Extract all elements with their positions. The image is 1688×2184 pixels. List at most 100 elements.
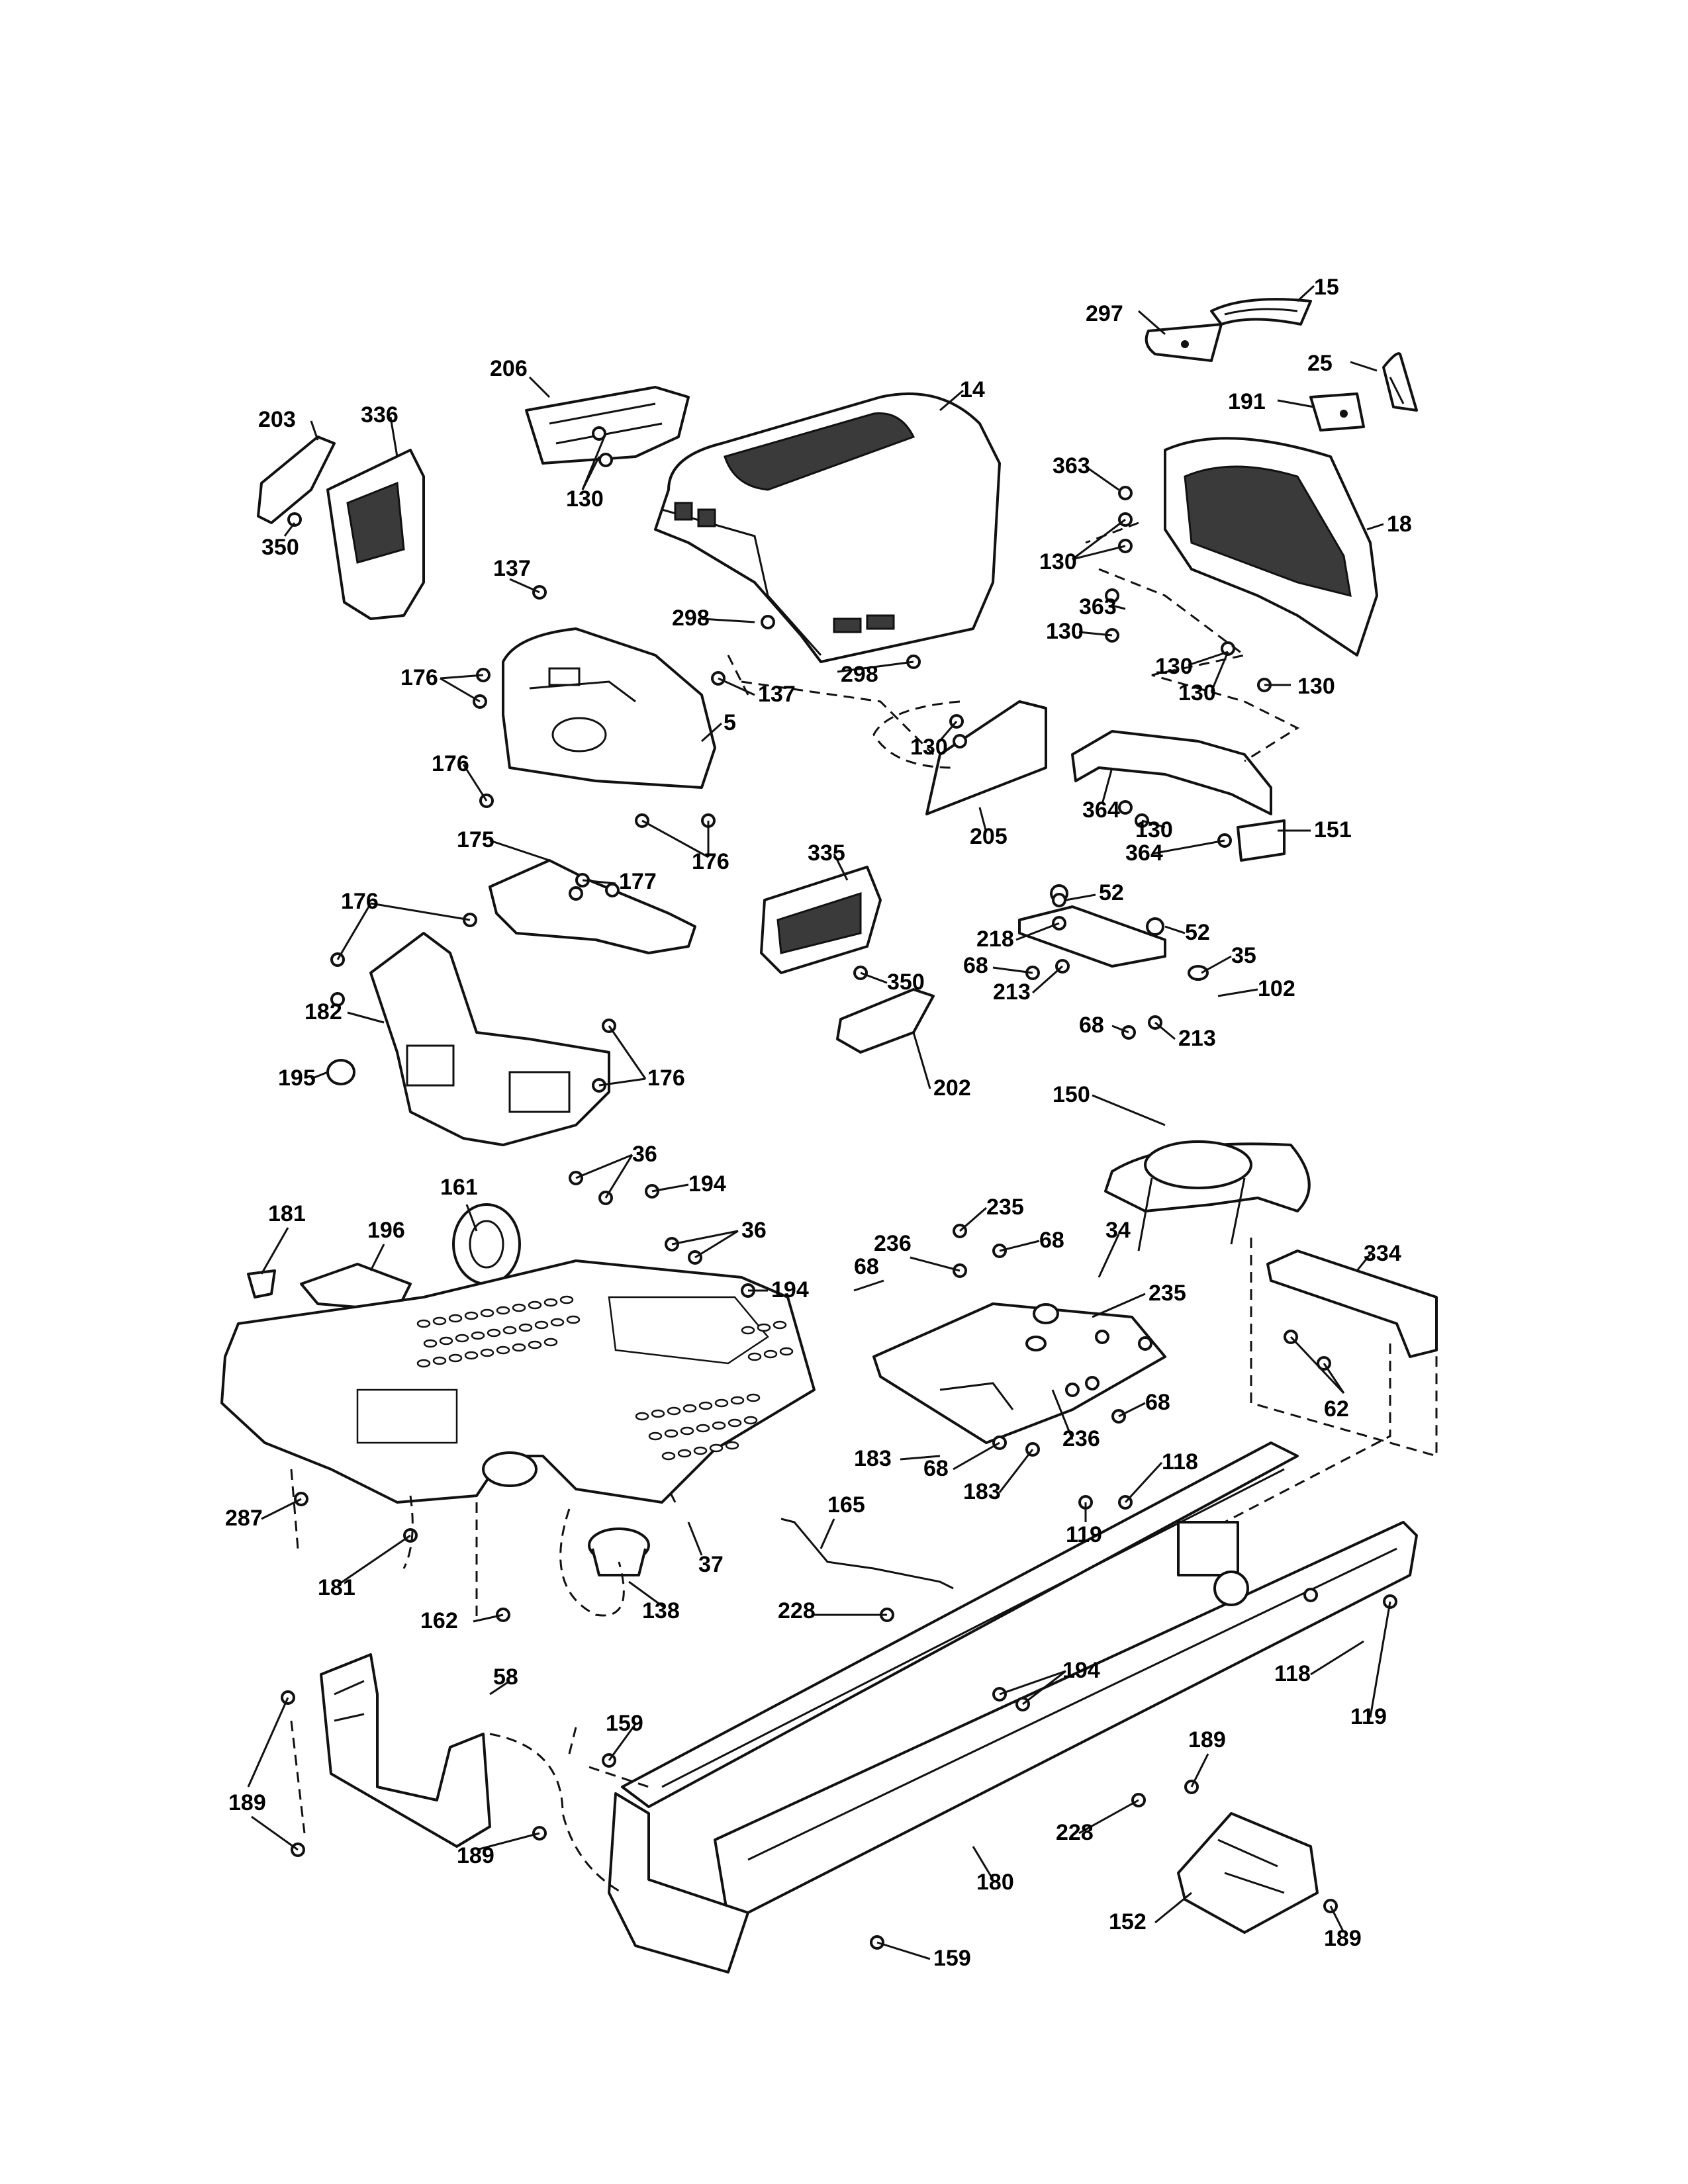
leader-line: [853, 1279, 884, 1292]
callout-130-g: 130: [1135, 817, 1173, 842]
leader-line: [1350, 361, 1378, 372]
callout-183-b: 183: [963, 1479, 1001, 1504]
leader-line: [1092, 1293, 1146, 1318]
vent-slot: [464, 1311, 479, 1320]
callout-176-e: 176: [647, 1066, 685, 1091]
callout-228-a: 228: [778, 1598, 816, 1623]
leader-line: [972, 1846, 994, 1880]
leader-line: [1210, 651, 1229, 692]
vent-slot: [455, 1334, 469, 1343]
callout-150: 150: [1053, 1082, 1090, 1107]
part-195-plug: [326, 1059, 355, 1085]
leader-line: [718, 677, 755, 696]
vent-slot: [664, 1429, 679, 1438]
fastener: [569, 886, 583, 901]
leader-line: [959, 1206, 987, 1232]
leader-line: [1085, 465, 1119, 491]
callout-363-a: 363: [1053, 453, 1090, 478]
vent-slot: [714, 1398, 729, 1408]
callout-25: 25: [1307, 351, 1333, 376]
fastener: [1118, 800, 1133, 815]
leader-line: [1310, 1640, 1364, 1676]
callout-130-b: 130: [1039, 549, 1077, 574]
fastener: [953, 734, 967, 749]
leader-line: [283, 522, 296, 537]
callout-363-b: 363: [1079, 594, 1117, 619]
callout-137-a: 137: [493, 556, 531, 581]
vent-slot: [693, 1446, 708, 1455]
vent-slot: [635, 1412, 649, 1421]
leader-line: [473, 1614, 504, 1623]
callout-62: 62: [1324, 1396, 1349, 1422]
callout-159-b: 159: [933, 1946, 971, 1971]
part-150-shroud: [1104, 1140, 1311, 1251]
leader-line: [1111, 604, 1126, 610]
leader-line: [1118, 1402, 1146, 1418]
part-175-bracket: [489, 859, 696, 954]
callout-68-c: 68: [1039, 1228, 1064, 1253]
part-334-bracket: [1266, 1250, 1438, 1358]
leader-line: [860, 972, 888, 984]
callout-130-f: 130: [910, 735, 948, 760]
callout-194-a: 194: [688, 1171, 726, 1197]
callout-236-b: 236: [1062, 1426, 1100, 1451]
callout-36-a: 36: [632, 1142, 657, 1167]
vent-slot: [773, 1320, 787, 1330]
vent-slot: [725, 1441, 739, 1450]
leader-line: [581, 433, 607, 490]
leader-line: [310, 1071, 328, 1080]
callout-181-b: 181: [318, 1575, 355, 1600]
leader-line: [247, 1697, 289, 1788]
part-161-bracket: [452, 1203, 521, 1285]
callout-151: 151: [1314, 817, 1352, 842]
part-364-bracket: [1071, 730, 1286, 862]
callout-202: 202: [933, 1075, 971, 1101]
callout-118-a: 118: [1162, 1449, 1198, 1475]
leader-line: [440, 674, 484, 680]
leader-line: [694, 1230, 739, 1259]
fastener: [330, 992, 345, 1007]
leader-line: [1111, 1024, 1129, 1034]
fastener: [761, 615, 775, 629]
part-152-bracket: [1177, 1812, 1319, 1934]
leader-line: [1356, 1253, 1372, 1271]
vent-slot: [496, 1345, 510, 1355]
leader-line: [1078, 631, 1113, 637]
leader-line: [1277, 399, 1315, 408]
leader-line: [1154, 1891, 1192, 1924]
part-335-grille: [760, 866, 882, 974]
vent-slot: [779, 1347, 794, 1356]
callout-176-d: 176: [341, 889, 379, 914]
part-15-emblem: [1210, 298, 1312, 326]
vent-slot: [448, 1314, 463, 1323]
callout-182: 182: [305, 999, 342, 1024]
fastener: [598, 453, 613, 467]
callout-118-b: 118: [1274, 1661, 1311, 1686]
leader-line: [687, 1522, 703, 1556]
callout-52-a: 52: [1099, 880, 1124, 905]
leader-line: [1369, 1601, 1391, 1718]
callout-195: 195: [278, 1066, 316, 1091]
fastener: [1118, 486, 1133, 500]
callout-58: 58: [493, 1664, 518, 1690]
callout-336: 336: [361, 402, 399, 428]
callout-298-b: 298: [841, 662, 878, 687]
callout-180: 180: [976, 1870, 1014, 1895]
callout-119-b: 119: [1350, 1704, 1387, 1729]
part-205-panel: [925, 700, 1047, 815]
part-37-fender: [220, 1259, 816, 1504]
leader-line: [389, 416, 399, 457]
leader-line: [1092, 1094, 1166, 1126]
vent-slot: [712, 1421, 726, 1430]
leader-line: [608, 1723, 637, 1761]
assembly-dashes: [290, 522, 1438, 1894]
leader-line: [820, 1518, 835, 1549]
leader-line: [1015, 922, 1060, 941]
leader-line: [337, 1534, 411, 1586]
vent-slot: [730, 1396, 745, 1405]
fastener: [1221, 641, 1235, 656]
part-297-lens: [1145, 323, 1223, 362]
callout-189-d: 189: [1324, 1926, 1362, 1951]
vent-slot: [763, 1349, 778, 1359]
callout-181-a: 181: [268, 1201, 306, 1226]
